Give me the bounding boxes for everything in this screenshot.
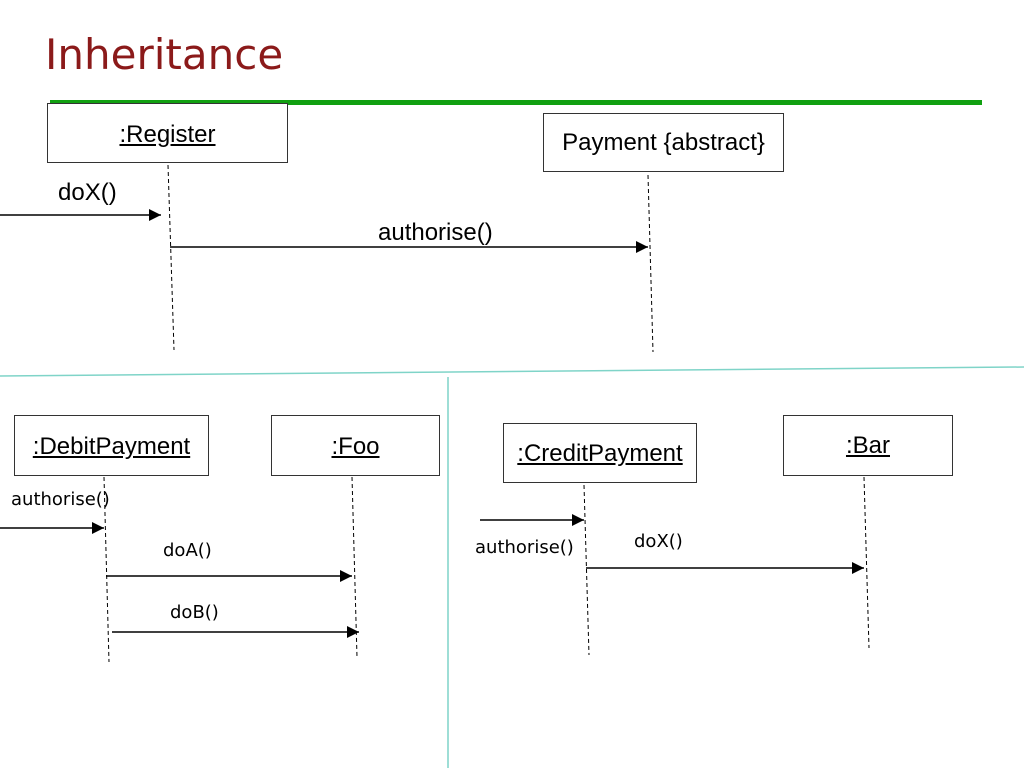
bar-object-box: :Bar — [783, 415, 953, 476]
debitpayment-object-box: :DebitPayment — [14, 415, 209, 476]
register-lifeline — [167, 164, 175, 351]
creditpayment-lifeline — [583, 484, 590, 656]
payment-lifeline — [647, 174, 654, 353]
horizontal-section-divider — [0, 366, 1024, 377]
creditpayment-object-label: :CreditPayment — [517, 440, 683, 467]
doa-label: doA() — [163, 540, 212, 561]
slide-title: Inheritance — [45, 30, 284, 79]
title-underline-rule — [50, 100, 982, 105]
dob-label: doB() — [170, 602, 219, 623]
bar-object-label: :Bar — [845, 432, 890, 459]
authorise-label: authorise() — [378, 219, 493, 246]
bar-lifeline — [863, 476, 870, 649]
debitpayment-lifeline — [103, 476, 110, 663]
debitpayment-object-label: :DebitPayment — [32, 433, 191, 460]
foo-object-box: :Foo — [271, 415, 440, 476]
register-object-label: :Register — [119, 121, 216, 148]
foo-lifeline — [351, 476, 358, 658]
dox-incoming-label: doX() — [58, 179, 117, 206]
creditpayment-object-box: :CreditPayment — [503, 423, 697, 483]
payment-class-box: Payment {abstract} — [543, 113, 784, 172]
foo-object-label: :Foo — [331, 433, 380, 460]
dox-to-bar-label: doX() — [634, 531, 683, 552]
credit-authorise-label: authorise() — [475, 537, 574, 558]
register-object-box: :Register — [47, 103, 288, 163]
debit-authorise-label: authorise() — [11, 489, 110, 510]
payment-class-label: Payment {abstract} — [562, 129, 765, 156]
